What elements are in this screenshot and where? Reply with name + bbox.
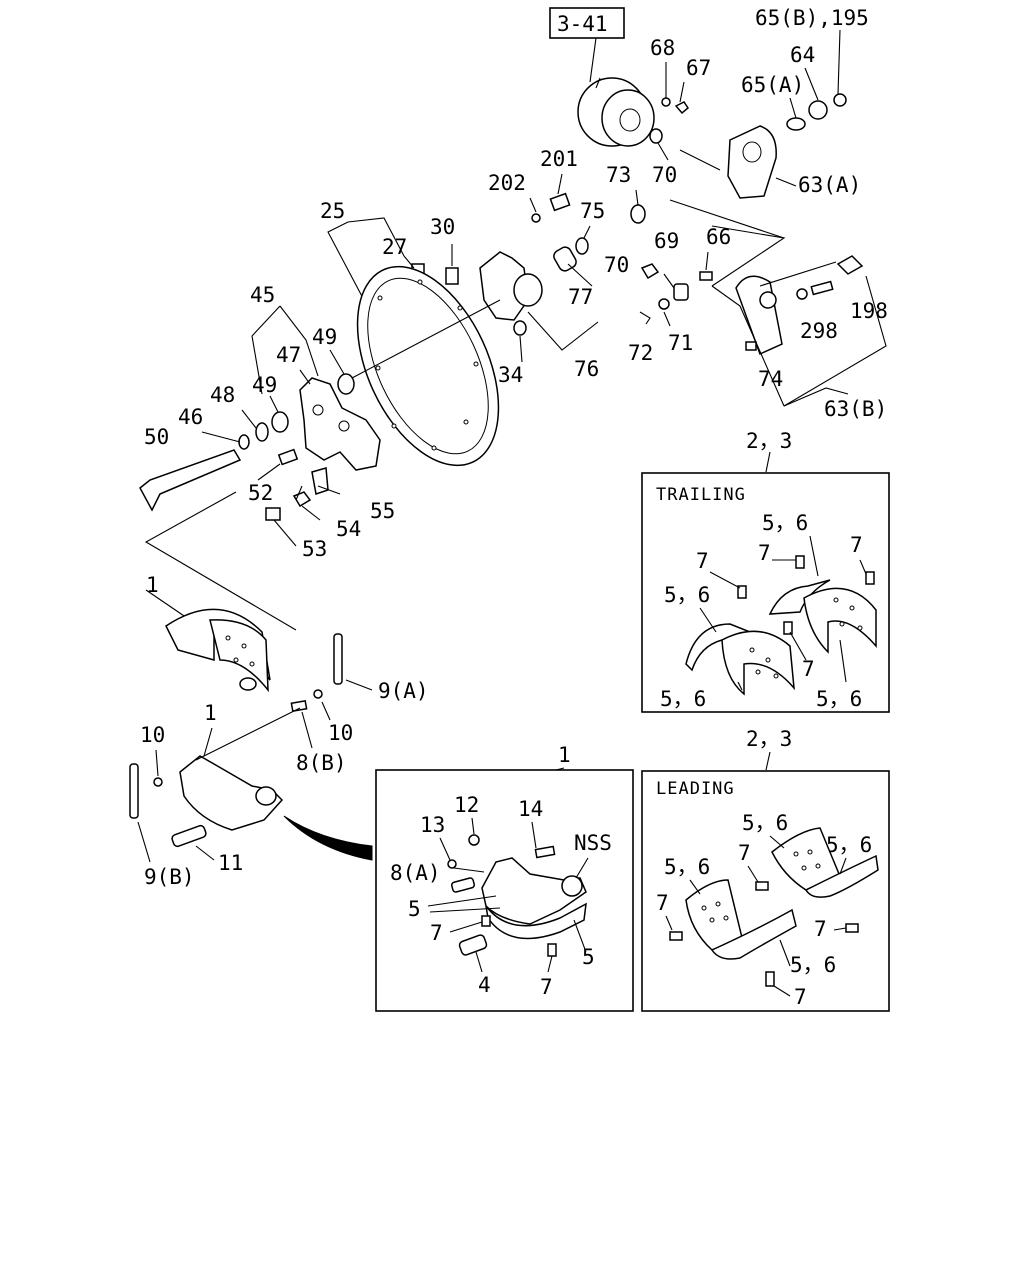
label-49-top[interactable]: 49 bbox=[312, 325, 337, 349]
trailing-7-mid[interactable]: 7 bbox=[758, 541, 771, 565]
label-1-upper[interactable]: 1 bbox=[146, 573, 159, 597]
leading-7-right[interactable]: 7 bbox=[814, 917, 827, 941]
shoe-label-7-left[interactable]: 7 bbox=[430, 921, 443, 945]
panel-leading bbox=[641, 770, 890, 1012]
leading-linings bbox=[665, 827, 879, 997]
leading-title[interactable]: LEADING bbox=[656, 779, 735, 799]
label-72[interactable]: 72 bbox=[628, 341, 653, 365]
label-298[interactable]: 298 bbox=[800, 319, 838, 343]
label-50[interactable]: 50 bbox=[144, 425, 169, 449]
label-65a[interactable]: 65(A) bbox=[741, 73, 804, 97]
trailing-7-left[interactable]: 7 bbox=[696, 549, 709, 573]
trailing-ref[interactable]: 2，3 bbox=[746, 429, 792, 453]
reference-box-label[interactable]: 3-41 bbox=[557, 12, 608, 36]
leading-ref[interactable]: 2，3 bbox=[746, 727, 792, 751]
backing-plate bbox=[351, 265, 501, 467]
label-65b-195[interactable]: 65(B),195 bbox=[755, 6, 869, 30]
shoe-label-nss[interactable]: NSS bbox=[574, 831, 612, 855]
leading-5-6-right[interactable]: 5，6 bbox=[826, 833, 872, 857]
label-74[interactable]: 74 bbox=[758, 367, 783, 391]
slack-adjuster-63a bbox=[727, 125, 797, 199]
label-198[interactable]: 198 bbox=[850, 299, 888, 323]
label-1-lower[interactable]: 1 bbox=[204, 701, 217, 725]
panel-shoe bbox=[375, 769, 634, 1012]
label-73[interactable]: 73 bbox=[606, 163, 631, 187]
label-68[interactable]: 68 bbox=[650, 36, 675, 60]
label-71[interactable]: 71 bbox=[668, 331, 693, 355]
label-76[interactable]: 76 bbox=[574, 357, 599, 381]
label-30[interactable]: 30 bbox=[430, 215, 455, 239]
label-34[interactable]: 34 bbox=[498, 363, 523, 387]
small-parts-top bbox=[630, 29, 847, 224]
label-25[interactable]: 25 bbox=[320, 199, 345, 223]
label-202[interactable]: 202 bbox=[488, 171, 526, 195]
panel-trailing bbox=[641, 472, 890, 713]
leading-5-6-top[interactable]: 5，6 bbox=[742, 811, 788, 835]
shoe-label-14[interactable]: 14 bbox=[518, 797, 543, 821]
label-46[interactable]: 46 bbox=[178, 405, 203, 429]
label-10-right[interactable]: 10 bbox=[328, 721, 353, 745]
slack-adjuster-63b bbox=[639, 251, 864, 356]
label-10-left[interactable]: 10 bbox=[140, 723, 165, 747]
trailing-linings bbox=[685, 535, 877, 696]
label-45[interactable]: 45 bbox=[250, 283, 275, 307]
label-54[interactable]: 54 bbox=[336, 517, 361, 541]
reference-box bbox=[549, 7, 625, 39]
shoe-label-13[interactable]: 13 bbox=[420, 813, 445, 837]
brake-shoe-lower bbox=[129, 689, 373, 863]
label-201[interactable]: 201 bbox=[540, 147, 578, 171]
leading-5-6-bottom[interactable]: 5，6 bbox=[790, 953, 836, 977]
label-9b[interactable]: 9(B) bbox=[144, 865, 195, 889]
label-48[interactable]: 48 bbox=[210, 383, 235, 407]
label-69[interactable]: 69 bbox=[654, 229, 679, 253]
label-8b[interactable]: 8(B) bbox=[296, 751, 347, 775]
label-70-mid[interactable]: 70 bbox=[604, 253, 629, 277]
label-11[interactable]: 11 bbox=[218, 851, 243, 875]
trailing-title[interactable]: TRAILING bbox=[656, 485, 746, 505]
label-64[interactable]: 64 bbox=[790, 43, 815, 67]
label-70-top[interactable]: 70 bbox=[652, 163, 677, 187]
shoe-label-7-bottom[interactable]: 7 bbox=[540, 975, 553, 999]
trailing-5-6-top[interactable]: 5，6 bbox=[762, 511, 808, 535]
trailing-5-6-bottom-left[interactable]: 5，6 bbox=[660, 687, 706, 711]
label-52[interactable]: 52 bbox=[248, 481, 273, 505]
label-77[interactable]: 77 bbox=[568, 285, 593, 309]
shoe-label-8a[interactable]: 8(A) bbox=[390, 861, 441, 885]
label-53[interactable]: 53 bbox=[302, 537, 327, 561]
brake-shoe-upper bbox=[165, 608, 271, 693]
pin-9a bbox=[333, 633, 373, 691]
label-9a[interactable]: 9(A) bbox=[378, 679, 429, 703]
trailing-5-6-bottom-right[interactable]: 5，6 bbox=[816, 687, 862, 711]
shoe-panel-ref[interactable]: 1 bbox=[558, 743, 571, 767]
grouping-lines bbox=[251, 199, 887, 407]
label-63b[interactable]: 63(B) bbox=[824, 397, 887, 421]
shoe-label-12[interactable]: 12 bbox=[454, 793, 479, 817]
label-63a[interactable]: 63(A) bbox=[798, 173, 861, 197]
shoe-grouping-lines bbox=[144, 491, 297, 631]
shoe-assembly bbox=[427, 817, 589, 973]
leading-7-mid[interactable]: 7 bbox=[738, 841, 751, 865]
label-49-mid[interactable]: 49 bbox=[252, 373, 277, 397]
leading-7-left[interactable]: 7 bbox=[656, 891, 669, 915]
shoe-label-5-left[interactable]: 5 bbox=[408, 897, 421, 921]
spider-and-camshaft bbox=[139, 349, 381, 547]
shoe-label-5-right[interactable]: 5 bbox=[582, 945, 595, 969]
leading-7-bottom[interactable]: 7 bbox=[794, 985, 807, 1009]
trailing-7-bottom[interactable]: 7 bbox=[802, 657, 815, 681]
label-75[interactable]: 75 bbox=[580, 199, 605, 223]
leading-5-6-left[interactable]: 5，6 bbox=[664, 855, 710, 879]
label-55[interactable]: 55 bbox=[370, 499, 395, 523]
trailing-5-6-left[interactable]: 5，6 bbox=[664, 583, 710, 607]
trailing-7-right[interactable]: 7 bbox=[850, 533, 863, 557]
shoe-label-4[interactable]: 4 bbox=[478, 973, 491, 997]
label-67[interactable]: 67 bbox=[686, 56, 711, 80]
label-47[interactable]: 47 bbox=[276, 343, 301, 367]
brake-chamber bbox=[577, 37, 655, 147]
